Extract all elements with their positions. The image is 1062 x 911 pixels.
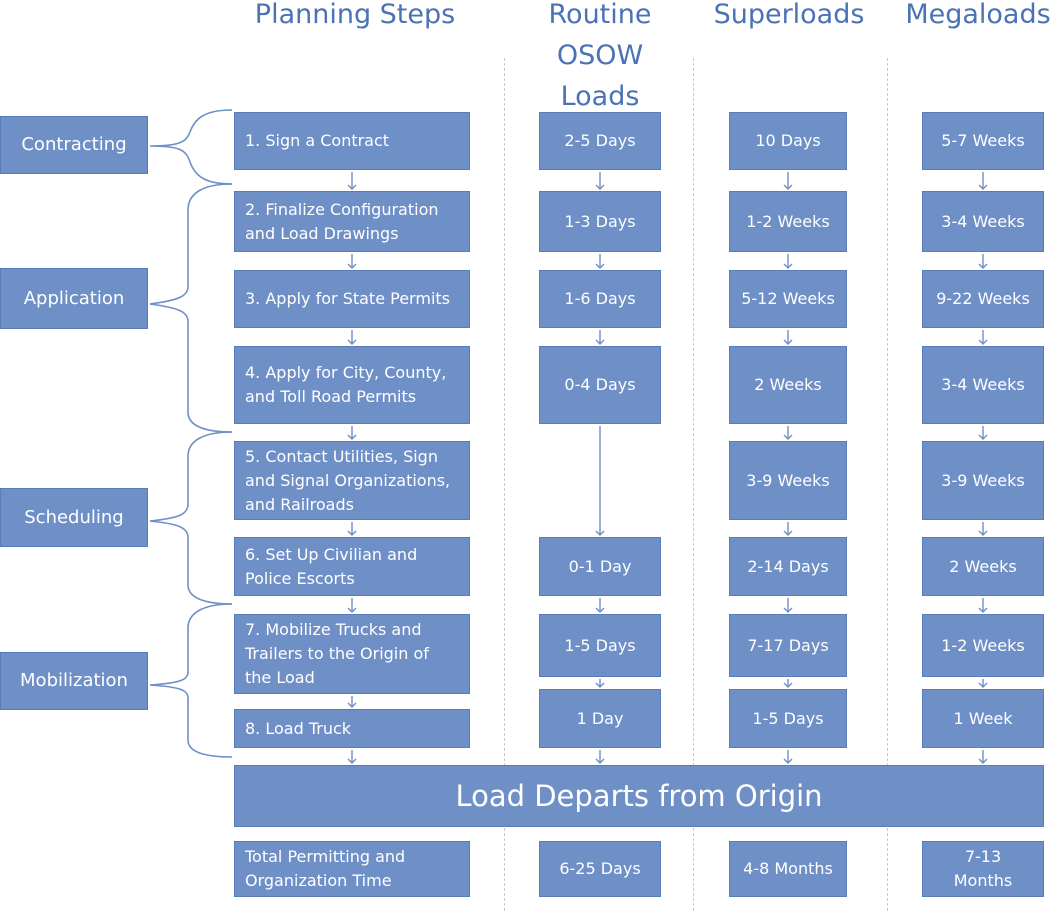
step-label: 4. Apply for City, County, and Toll Road…	[245, 363, 447, 406]
duration-label: 5-12 Weeks	[741, 289, 835, 308]
megaloads-step-2-box: 3-4 Weeks	[922, 191, 1044, 252]
routine-step-4-box: 0-4 Days	[539, 346, 661, 424]
phase-application: Application	[0, 268, 148, 329]
superloads-step-3-box: 5-12 Weeks	[729, 270, 847, 328]
routine-step-6-box: 0-1 Day	[539, 537, 661, 596]
routine-step-2-box: 1-3 Days	[539, 191, 661, 252]
routine-step-1-box: 2-5 Days	[539, 112, 661, 170]
phase-scheduling: Scheduling	[0, 488, 148, 547]
phase-mobilization: Mobilization	[0, 652, 148, 710]
header-planning-steps: Planning Steps	[254, 0, 456, 30]
superloads-step-8-box: 1-5 Days	[729, 689, 847, 748]
step-label: 6. Set Up Civilian and Police Escorts	[245, 544, 418, 588]
duration-label: 2-5 Days	[564, 131, 636, 150]
step-label: 5. Contact Utilities, Sign and Signal Or…	[245, 446, 451, 514]
duration-label: 0-1 Day	[568, 556, 632, 576]
column-divider	[504, 58, 505, 911]
megaloads-step-8-box: 1 Week	[922, 689, 1044, 748]
duration-label: 3-9 Weeks	[746, 470, 830, 490]
duration-label: 1-5 Days	[752, 708, 824, 728]
duration-label: 1-5 Days	[564, 635, 636, 655]
megaloads-step-3-box: 9-22 Weeks	[922, 270, 1044, 328]
superloads-step-5-box: 3-9 Weeks	[729, 441, 847, 520]
duration-label: 5-7 Weeks	[941, 131, 1025, 150]
megaloads-total-box: 7-13 Months	[922, 841, 1044, 897]
superloads-step-2-box: 1-2 Weeks	[729, 191, 847, 252]
duration-label: 1-3 Days	[564, 211, 636, 231]
duration-label: 2 Weeks	[754, 375, 822, 394]
megaloads-step-5-box: 3-9 Weeks	[922, 441, 1044, 520]
total-duration-label: 6-25 Days	[559, 859, 641, 878]
load-departs-label: Load Departs from Origin	[455, 779, 823, 813]
megaloads-step-1-box: 5-7 Weeks	[922, 112, 1044, 170]
superloads-step-4-box: 2 Weeks	[729, 346, 847, 424]
step-4-box: 4. Apply for City, County, and Toll Road…	[234, 346, 470, 424]
duration-label: 1 Day	[576, 708, 624, 728]
megaloads-step-7-box: 1-2 Weeks	[922, 614, 1044, 677]
header-superloads: Superloads	[713, 0, 865, 30]
duration-label: 1-2 Weeks	[746, 211, 830, 231]
superloads-step-1-box: 10 Days	[729, 112, 847, 170]
header-routine-osow-loads: Routine OSOW Loads	[548, 0, 652, 112]
phase-label: Scheduling	[24, 506, 124, 528]
step-1-box: 1. Sign a Contract	[234, 112, 470, 170]
column-divider	[693, 58, 694, 911]
duration-label: 9-22 Weeks	[936, 289, 1030, 308]
step-5-box: 5. Contact Utilities, Sign and Signal Or…	[234, 441, 470, 520]
step-6-box: 6. Set Up Civilian and Police Escorts	[234, 537, 470, 596]
bracket-mobilization	[149, 603, 233, 758]
step-3-box: 3. Apply for State Permits	[234, 270, 470, 328]
bracket-contracting-path	[149, 109, 233, 185]
bracket-scheduling	[149, 431, 233, 605]
step-label: 8. Load Truck	[245, 718, 352, 738]
phase-label: Application	[23, 287, 125, 309]
duration-label: 3-9 Weeks	[941, 470, 1025, 490]
bracket-contracting	[149, 109, 233, 185]
step-2-box: 2. Finalize Configuration and Load Drawi…	[234, 191, 470, 252]
superloads-step-7-box: 7-17 Days	[729, 614, 847, 677]
megaloads-step-6-box: 2 Weeks	[922, 537, 1044, 596]
duration-label: 1-2 Weeks	[941, 635, 1025, 655]
step-label: 7. Mobilize Trucks and Trailers to the O…	[245, 620, 429, 687]
step-label: 1. Sign a Contract	[245, 131, 390, 150]
step-label: 2. Finalize Configuration and Load Drawi…	[245, 199, 439, 243]
duration-label: 2-14 Days	[747, 556, 829, 576]
superloads-step-6-box: 2-14 Days	[729, 537, 847, 596]
duration-label: 1 Week	[953, 708, 1013, 728]
bracket-application	[149, 183, 233, 433]
duration-label: 0-4 Days	[564, 375, 636, 394]
phase-label: Contracting	[21, 134, 127, 155]
duration-label: 7-17 Days	[747, 635, 829, 655]
routine-step-3-box: 1-6 Days	[539, 270, 661, 328]
step-label: 3. Apply for State Permits	[245, 289, 450, 308]
phase-contracting: Contracting	[0, 116, 148, 174]
total-duration-label: 7-13 Months	[953, 847, 1013, 890]
duration-label: 2 Weeks	[949, 556, 1017, 576]
total-duration-label: 4-8 Months	[743, 859, 833, 878]
routine-total-box: 6-25 Days	[539, 841, 661, 897]
step-8-box: 8. Load Truck	[234, 709, 470, 748]
duration-label: 10 Days	[755, 131, 821, 150]
phase-label: Mobilization	[20, 670, 128, 691]
bracket-application-path	[149, 183, 233, 433]
megaloads-step-4-box: 3-4 Weeks	[922, 346, 1044, 424]
bracket-scheduling-path	[149, 431, 233, 605]
load-departs-banner: Load Departs from Origin	[234, 765, 1044, 827]
header-megaloads: Megaloads	[905, 0, 1051, 30]
step-7-box: 7. Mobilize Trucks and Trailers to the O…	[234, 614, 470, 694]
bracket-mobilization-path	[149, 603, 233, 758]
duration-label: 3-4 Weeks	[941, 211, 1025, 231]
total-time-label: Total Permitting and Organization Time	[245, 847, 406, 890]
duration-label: 3-4 Weeks	[941, 375, 1025, 394]
routine-step-7-box: 1-5 Days	[539, 614, 661, 677]
superloads-total-box: 4-8 Months	[729, 841, 847, 897]
routine-step-8-box: 1 Day	[539, 689, 661, 748]
total-time-label-box: Total Permitting and Organization Time	[234, 841, 470, 897]
duration-label: 1-6 Days	[564, 289, 636, 308]
column-divider	[887, 58, 888, 911]
